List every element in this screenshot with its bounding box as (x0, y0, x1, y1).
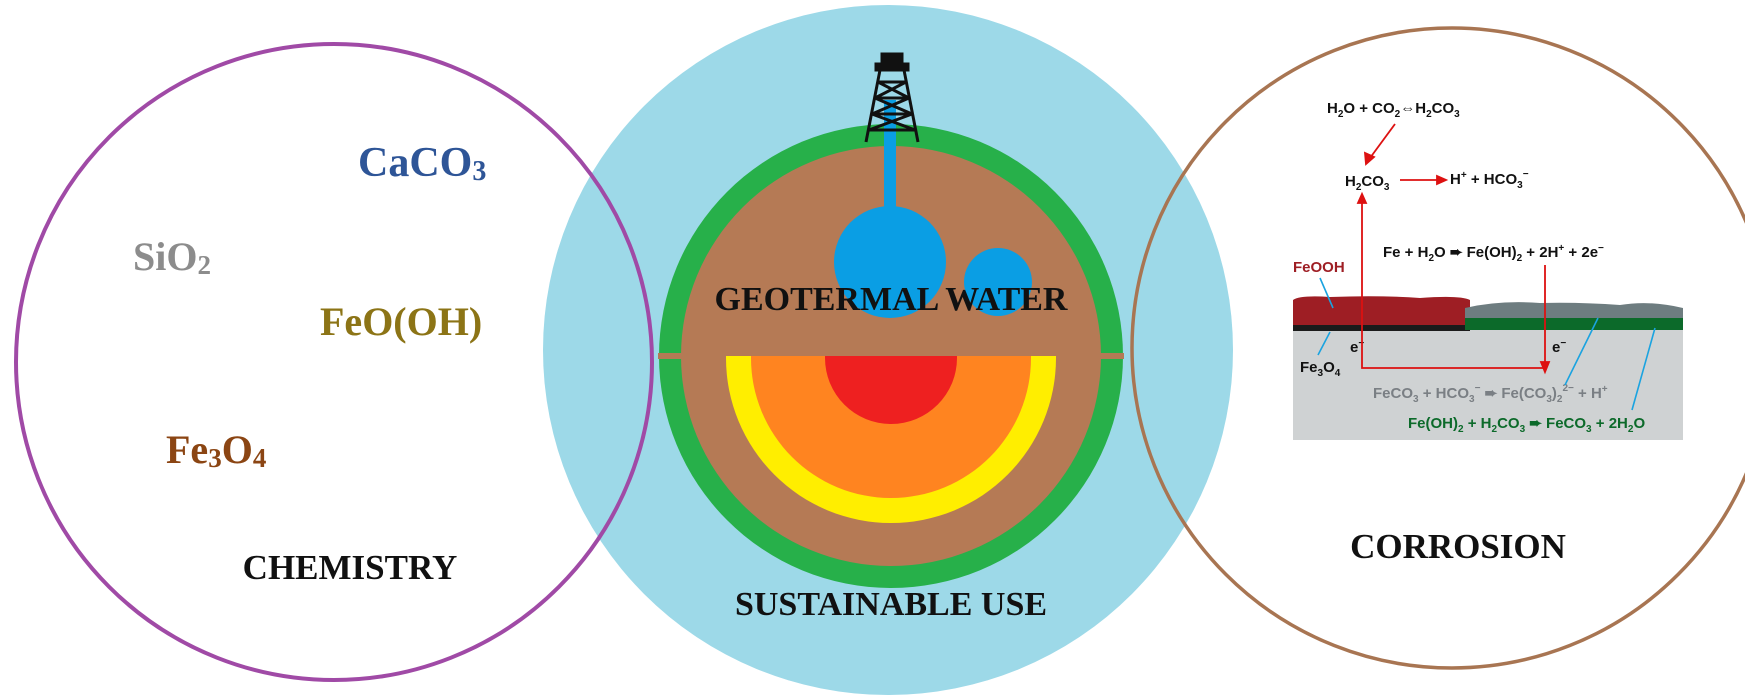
reaction-arrows (1356, 123, 1551, 375)
label-feooh: FeOOH (1293, 259, 1345, 276)
steel-substrate (1293, 330, 1683, 440)
compound-feooh: FeO(OH) (320, 299, 482, 344)
eq-h-hco3: H+ + HCO3− (1450, 169, 1529, 191)
sustainable-use-title: SUSTAINABLE USE (735, 586, 1047, 623)
water-reservoir-small (964, 248, 1032, 316)
chemistry-title: CHEMISTRY (243, 548, 458, 587)
eq-h2co3: H2CO3 (1345, 173, 1390, 193)
label-fe3o4: Fe3O4 (1300, 359, 1341, 379)
geotermal-water-title: GEOTERMAL WATER (715, 281, 1068, 318)
eq-feco3-formation: Fe(OH)2 + H2CO3 ➨ FeCO3 + 2H2O (1408, 415, 1645, 435)
fe-oh2-layer (1465, 318, 1683, 330)
compound-sio2: SiO2 (133, 234, 211, 280)
eq-h2o-co2: H2O + CO2⇔H2CO3 (1327, 100, 1460, 120)
drilling-rig-icon (864, 52, 920, 143)
compound-fe3o4: Fe3O4 (166, 427, 266, 473)
eq-feco3-dissolution: FeCO3 + HCO3− ➨ Fe(CO3)22− + H+ (1373, 383, 1608, 405)
corrosion-circle (1130, 26, 1745, 670)
magma-red (825, 356, 957, 424)
feooh-layer (1293, 296, 1470, 330)
chemistry-circle (14, 42, 654, 682)
corrosion-title: CORROSION (1350, 527, 1566, 566)
pointer-lines (1317, 277, 1656, 411)
magma-orange (751, 356, 1031, 498)
eq-fe-oxidation: Fe + H2O ➨ Fe(OH)2 + 2H+ + 2e− (1383, 243, 1604, 264)
earth-cross-section (658, 52, 1124, 588)
water-reservoir-large (834, 206, 946, 318)
compound-caco3: CaCO3 (358, 140, 486, 187)
electron-right: e− (1552, 338, 1566, 356)
well-pipe (884, 100, 896, 230)
feco3-layer (1465, 302, 1683, 322)
fe3o4-layer (1293, 325, 1470, 331)
corrosion-scheme: H2O + CO2⇔H2CO3 H2CO3 H+ + HCO3− Fe + H2… (1293, 100, 1683, 440)
